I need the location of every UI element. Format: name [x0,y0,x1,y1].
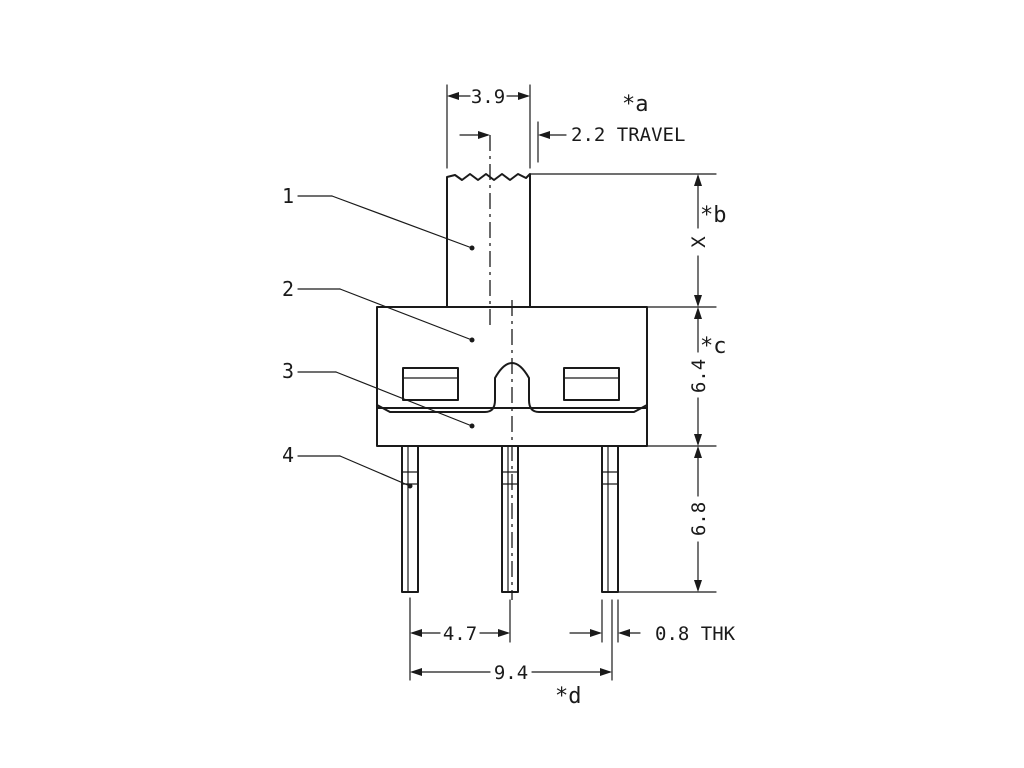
dimension-pin-length: 6.8 [688,446,710,592]
dimension-actuator-height: X [688,174,710,307]
note-a: *a [622,92,649,117]
pin-center [501,445,519,593]
callout-3: 3 [282,359,475,429]
dimension-span: 9.4 [410,662,612,684]
pin-right [601,445,619,593]
dim-thickness-label: 0.8 THK [655,623,736,645]
dimension-width-top: 3.9 [446,84,531,169]
dimension-travel: 2.2 TRAVEL [459,121,685,163]
callout-3-label: 3 [282,359,294,383]
dim-travel-label: 2.2 TRAVEL [571,124,685,146]
note-b: *b [700,203,727,228]
dimension-extension-lines [529,173,717,593]
callout-2-label: 2 [282,277,294,301]
dimension-thickness: 0.8 THK [569,599,736,645]
dim-actuator-height-label: X [688,236,710,248]
dim-width-top-label: 3.9 [471,86,505,108]
terminal-pins [401,445,619,593]
actuator [446,173,531,307]
pin-left [401,445,419,593]
callout-4-label: 4 [282,443,294,467]
callout-1-label: 1 [282,184,294,208]
callout-1: 1 [282,184,475,251]
dimension-bottom-extensions [409,597,613,681]
centerlines [489,135,513,600]
dim-body-height-label: 6.4 [688,359,710,393]
note-c: *c [700,334,727,359]
dim-pin-length-label: 6.8 [688,502,710,536]
dimension-pitch: 4.7 [410,623,510,645]
dim-pitch-label: 4.7 [443,623,477,645]
dimension-body-height: 6.4 [688,307,710,446]
dim-span-label: 9.4 [494,662,528,684]
callout-4: 4 [282,443,413,489]
callout-2: 2 [282,277,475,343]
note-d: *d [555,684,582,709]
